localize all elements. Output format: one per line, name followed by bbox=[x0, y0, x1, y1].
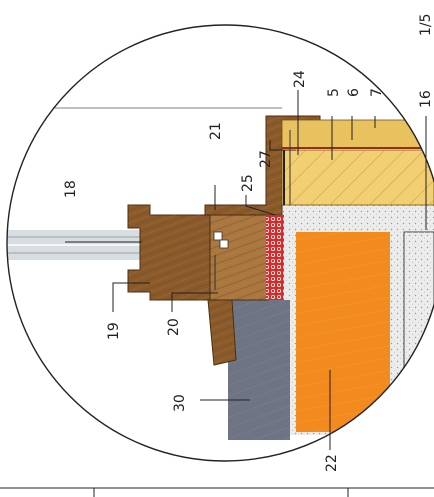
label-19: 19 bbox=[106, 322, 122, 340]
part-labels: 18 19 20 21 25 27 24 5 6 7 16 22 30 1/5 bbox=[63, 13, 434, 472]
label-22: 22 bbox=[324, 454, 340, 472]
scale-label: 1/5 bbox=[418, 13, 434, 36]
label-20: 20 bbox=[166, 318, 182, 336]
leader-lines bbox=[65, 90, 427, 450]
brick-wall bbox=[296, 232, 390, 432]
insulation-layer bbox=[281, 149, 434, 206]
glazing-unit bbox=[7, 230, 140, 260]
label-27: 27 bbox=[258, 150, 274, 168]
label-25: 25 bbox=[240, 174, 256, 192]
label-5: 5 bbox=[326, 88, 342, 97]
label-6: 6 bbox=[346, 88, 362, 97]
label-7: 7 bbox=[369, 88, 385, 97]
window-frame bbox=[127, 204, 269, 366]
label-18: 18 bbox=[63, 180, 79, 198]
label-16: 16 bbox=[418, 90, 434, 108]
board-layer bbox=[281, 119, 434, 149]
stone-sill bbox=[228, 300, 290, 440]
title-block bbox=[0, 487, 434, 497]
label-21: 21 bbox=[208, 122, 224, 140]
label-30: 30 bbox=[172, 394, 188, 412]
detail-circle-outline bbox=[6, 24, 434, 462]
label-24: 24 bbox=[292, 70, 308, 88]
red-seal bbox=[266, 215, 284, 300]
